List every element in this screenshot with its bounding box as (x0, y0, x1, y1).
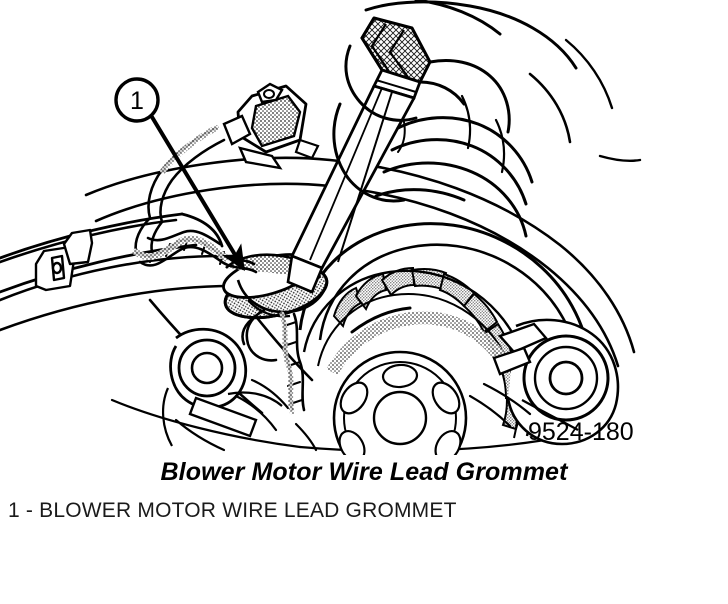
figure-legend: 1 - BLOWER MOTOR WIRE LEAD GROMMET (8, 499, 708, 523)
callout-1-leader-line (150, 115, 245, 272)
housing-bracketry (174, 378, 532, 452)
legend-item-1: 1 - BLOWER MOTOR WIRE LEAD GROMMET (8, 499, 457, 522)
hand (332, 0, 642, 238)
screwdriver (286, 16, 432, 294)
electrical-connector (222, 82, 320, 170)
callout-1: 1 (114, 77, 245, 272)
technical-illustration: 1 9524-180 (0, 0, 642, 455)
blower-wheel-hub (332, 350, 468, 455)
callout-1-number: 1 (130, 87, 144, 115)
figure-caption: Blower Motor Wire Lead Grommet (160, 458, 568, 486)
wire-harness (132, 125, 306, 415)
mounting-boss-left (162, 327, 283, 447)
mounting-tabs (34, 228, 94, 292)
illustration-svg: 1 9524-180 (0, 0, 642, 455)
callout-1-balloon (114, 77, 160, 123)
drawing-reference-number: 9524-180 (528, 418, 634, 446)
mounting-boss-right (492, 318, 620, 446)
